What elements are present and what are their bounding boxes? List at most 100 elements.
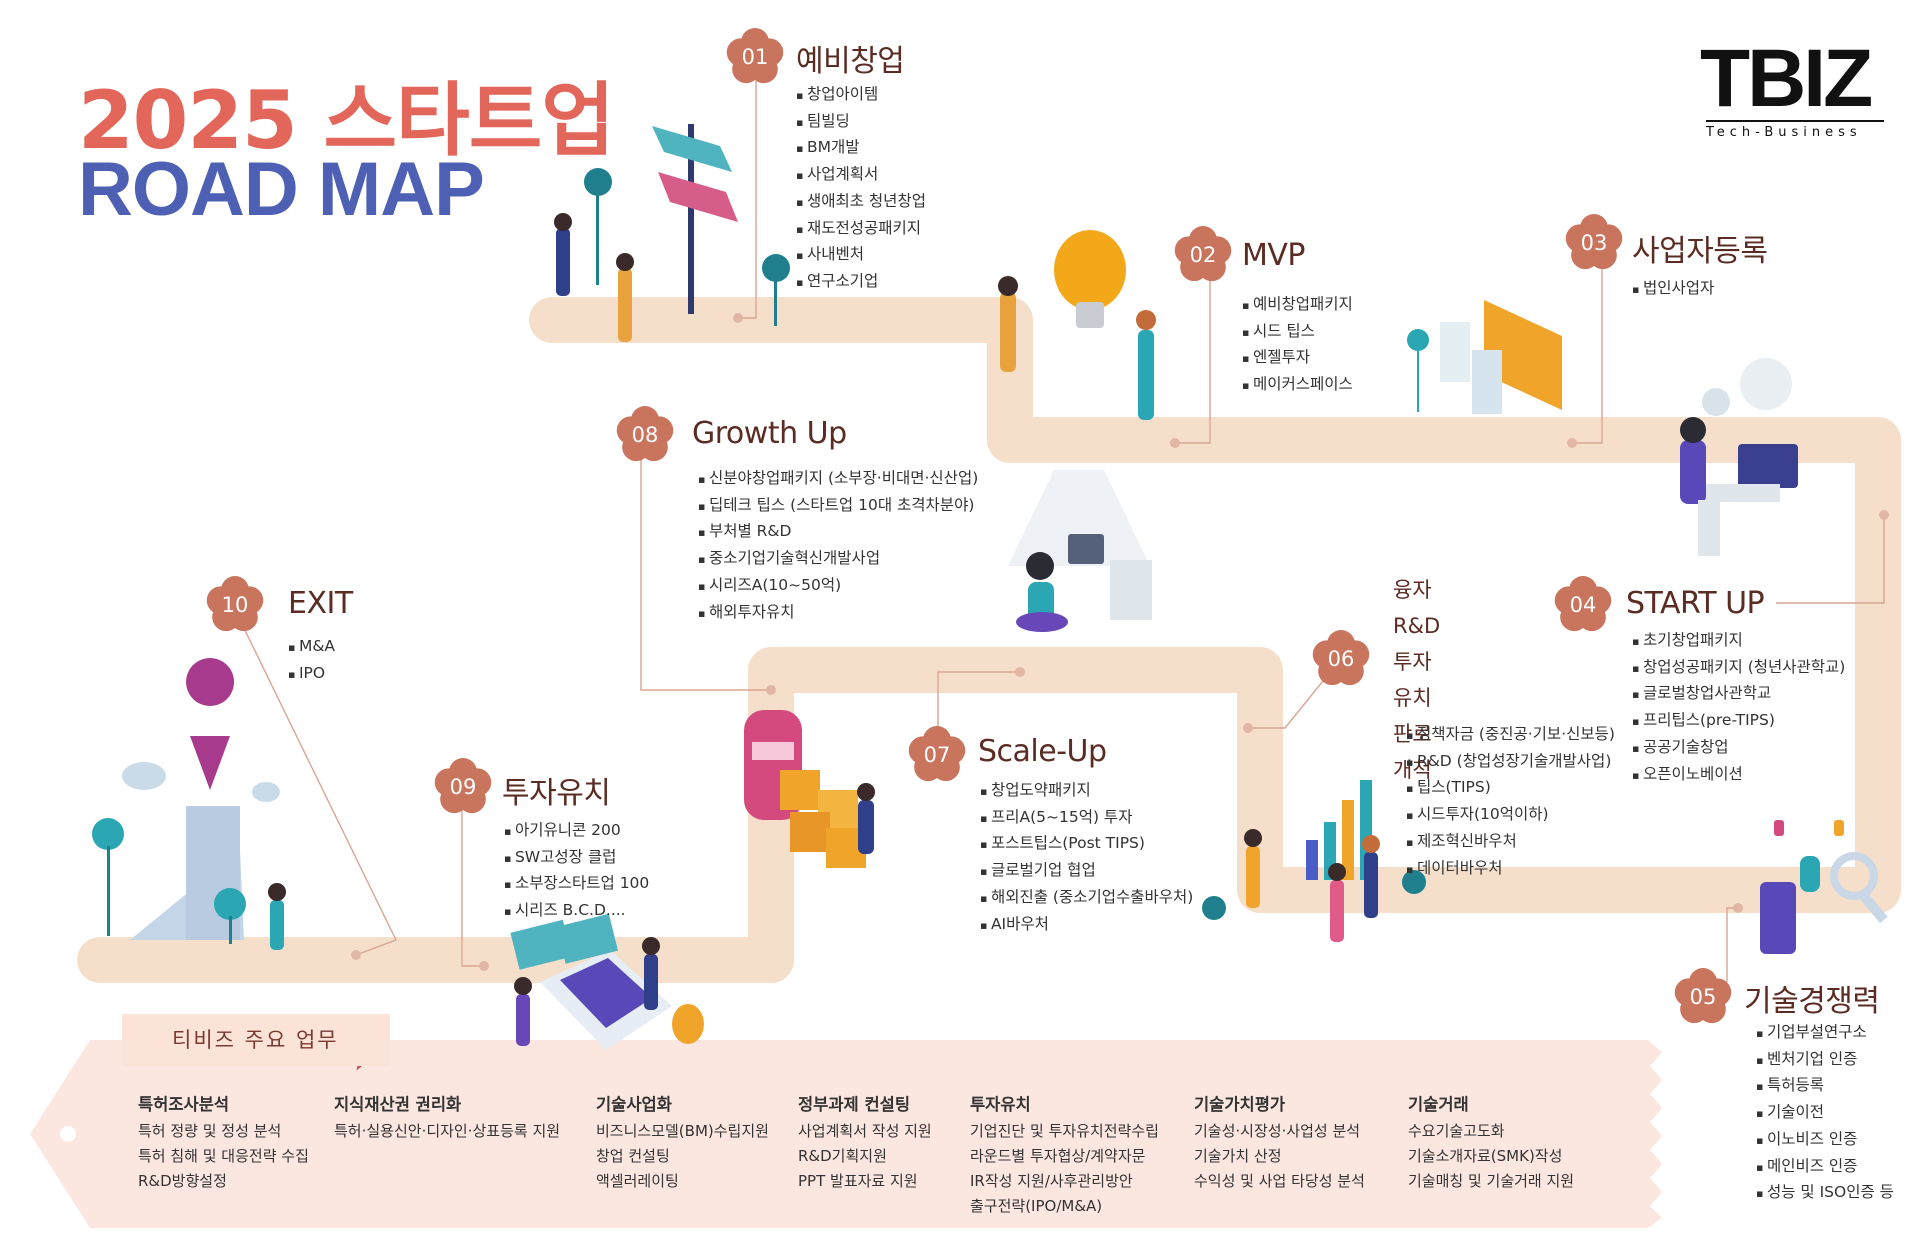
stage-04-items: 초기창업패키지 창업성공패키지 (청년사관학교) 글로벌창업사관학교 프리팁스(… bbox=[1632, 628, 1845, 788]
service-line: 액셀러레이팅 bbox=[596, 1172, 679, 1190]
stage-02-badge: 02 bbox=[1172, 224, 1234, 286]
stage-03-number: 03 bbox=[1580, 231, 1608, 255]
list-item: 글로벌기업 협업 bbox=[980, 858, 1193, 885]
logo-tagline: Tech-Business bbox=[1706, 120, 1884, 140]
stage-01-badge: 01 bbox=[724, 26, 786, 88]
list-item: 해외투자유치 bbox=[698, 600, 978, 627]
stage-02-number: 02 bbox=[1189, 243, 1217, 267]
service-ip-registration: 지식재산권 권리화 특허·실용신안·디자인·상표등록 지원 bbox=[334, 1092, 560, 1144]
stage-06-badge: 06 bbox=[1310, 628, 1372, 690]
list-item: 사업계획서 bbox=[796, 162, 926, 189]
list-item: 시드투자(10억이하) bbox=[1406, 802, 1615, 829]
service-line: 특허 침해 및 대응전략 수집 bbox=[138, 1147, 309, 1165]
flower-badge-icon bbox=[1174, 226, 1232, 282]
list-item: 기술이전 bbox=[1756, 1100, 1894, 1127]
stage-10-badge: 10 bbox=[204, 574, 266, 636]
category-label: 투자유치 bbox=[1393, 650, 1432, 710]
service-line: 기술소개자료(SMK)작성 bbox=[1408, 1147, 1563, 1165]
list-item: 창업도약패키지 bbox=[980, 778, 1193, 805]
stage-07-title: Scale-Up bbox=[978, 734, 1107, 769]
service-patent-analysis: 특허조사분석 특허 정량 및 정성 분석 특허 침해 및 대응전략 수집 R&D… bbox=[138, 1092, 309, 1194]
stage-08-number: 08 bbox=[631, 423, 659, 447]
service-title: 정부과제 컨설팅 bbox=[798, 1095, 911, 1114]
list-item: AI바우처 bbox=[980, 912, 1193, 939]
service-line: PPT 발표자료 지원 bbox=[798, 1172, 918, 1190]
flower-badge-icon bbox=[726, 28, 784, 84]
list-item: 메이커스페이스 bbox=[1242, 372, 1353, 399]
stage-07-items: 창업도약패키지 프리A(5~15억) 투자 포스트팁스(Post TIPS) 글… bbox=[980, 778, 1193, 938]
list-item: 엔젤투자 bbox=[1242, 345, 1353, 372]
stage-08-badge: 08 bbox=[614, 404, 676, 466]
list-item: SW고성장 클럽 bbox=[504, 845, 649, 872]
service-line: 특허·실용신안·디자인·상표등록 지원 bbox=[334, 1122, 561, 1140]
flower-badge-icon bbox=[1674, 968, 1732, 1024]
stage-09-items: 아기유니콘 200 SW고성장 클럽 소부장스타트업 100 시리즈 B.C.D… bbox=[504, 818, 649, 925]
service-line: R&D방향설정 bbox=[138, 1172, 227, 1190]
stage-08-items: 신분야창업패키지 (소부장·비대면·신산업) 딥테크 팁스 (스타트업 10대 … bbox=[698, 466, 978, 626]
calculator-illustration bbox=[510, 913, 704, 1050]
services-banner-label: 티비즈 주요 업무 bbox=[172, 1028, 339, 1052]
service-commercialization: 기술사업화 비즈니스모델(BM)수립지원 창업 컨설팅 액셀러레이팅 bbox=[596, 1092, 769, 1194]
list-item: 시리즈A(10~50억) bbox=[698, 573, 978, 600]
stage-10-number: 10 bbox=[221, 593, 249, 617]
stage-05-title: 기술경쟁력 bbox=[1744, 984, 1880, 1019]
stage-10-title: EXIT bbox=[288, 586, 353, 621]
logo-wordmark: TBIZ bbox=[1700, 33, 1873, 124]
service-line: 사업계획서 작성 지원 bbox=[798, 1122, 932, 1140]
stage-01-items: 창업아이템 팀빌딩 BM개발 사업계획서 생애최초 청년창업 재도전성공패키지 … bbox=[796, 82, 926, 296]
list-item: 메인비즈 인증 bbox=[1756, 1154, 1894, 1181]
list-item: 생애최초 청년창업 bbox=[796, 189, 926, 216]
list-item: 프리A(5~15억) 투자 bbox=[980, 805, 1193, 832]
computer-user-illustration bbox=[1008, 470, 1152, 632]
list-item: 재도전성공패키지 bbox=[796, 216, 926, 243]
list-item: 초기창업패키지 bbox=[1632, 628, 1845, 655]
service-line: 창업 컨설팅 bbox=[596, 1147, 670, 1165]
service-line: 특허 정량 및 정성 분석 bbox=[138, 1122, 282, 1140]
service-line: 수익성 및 사업 타당성 분석 bbox=[1194, 1172, 1365, 1190]
list-item: 포스트팁스(Post TIPS) bbox=[980, 831, 1193, 858]
service-title: 기술사업화 bbox=[596, 1095, 672, 1114]
service-line: R&D기획지원 bbox=[798, 1147, 887, 1165]
list-item: R&D (창업성장기술개발사업) bbox=[1406, 749, 1615, 776]
flower-badge-icon bbox=[908, 726, 966, 782]
list-item: 신분야창업패키지 (소부장·비대면·신산업) bbox=[698, 466, 978, 493]
stage-09-title: 투자유치 bbox=[502, 776, 611, 811]
flower-badge-icon bbox=[1554, 576, 1612, 632]
service-title: 기술가치평가 bbox=[1194, 1095, 1286, 1114]
stage-10-items: M&A IPO bbox=[288, 634, 335, 687]
list-item: IPO bbox=[288, 661, 335, 688]
list-item: 기업부설연구소 bbox=[1756, 1020, 1894, 1047]
list-item: 공공기술창업 bbox=[1632, 735, 1845, 762]
list-item: M&A bbox=[288, 634, 335, 661]
list-item: 연구소기업 bbox=[796, 269, 926, 296]
list-item: 제조혁신바우처 bbox=[1406, 829, 1615, 856]
stage-03-title: 사업자등록 bbox=[1632, 234, 1768, 269]
list-item: 오픈이노베이션 bbox=[1632, 762, 1845, 789]
folder-illustration bbox=[1407, 300, 1792, 416]
service-tech-transfer: 기술거래 수요기술고도화 기술소개자료(SMK)작성 기술매칭 및 기술거래 지… bbox=[1408, 1092, 1574, 1194]
stage-04-number: 04 bbox=[1569, 593, 1597, 617]
list-item: 법인사업자 bbox=[1632, 276, 1714, 303]
list-item: 이노비즈 인증 bbox=[1756, 1127, 1894, 1154]
list-item: BM개발 bbox=[796, 135, 926, 162]
list-item: 사내벤처 bbox=[796, 242, 926, 269]
flower-badge-icon bbox=[434, 758, 492, 814]
stage-05-number: 05 bbox=[1689, 985, 1717, 1009]
list-item: 벤처기업 인증 bbox=[1756, 1047, 1894, 1074]
list-item: 성능 및 ISO인증 등 bbox=[1756, 1180, 1894, 1207]
stage-04-title: START UP bbox=[1626, 586, 1765, 621]
service-line: 비즈니스모델(BM)수립지원 bbox=[596, 1122, 769, 1140]
service-title: 기술거래 bbox=[1408, 1095, 1469, 1114]
stage-07-number: 07 bbox=[923, 743, 951, 767]
list-item: 해외진출 (중소기업수출바우처) bbox=[980, 885, 1193, 912]
list-item: 중소기업기술혁신개발사업 bbox=[698, 546, 978, 573]
service-valuation: 기술가치평가 기술성·시장성·사업성 분석 기술가치 산정 수익성 및 사업 타… bbox=[1194, 1092, 1365, 1194]
service-investment: 투자유치 기업진단 및 투자유치전략수립 라운드별 투자협상/계약자문 IR작성… bbox=[970, 1092, 1159, 1219]
robot-boxes-illustration bbox=[744, 710, 875, 868]
flower-badge-icon bbox=[1565, 214, 1623, 270]
service-line: 기술가치 산정 bbox=[1194, 1147, 1282, 1165]
stage-02-title: MVP bbox=[1242, 238, 1306, 273]
flower-badge-icon bbox=[1312, 630, 1370, 686]
list-item: 팀빌딩 bbox=[796, 109, 926, 136]
